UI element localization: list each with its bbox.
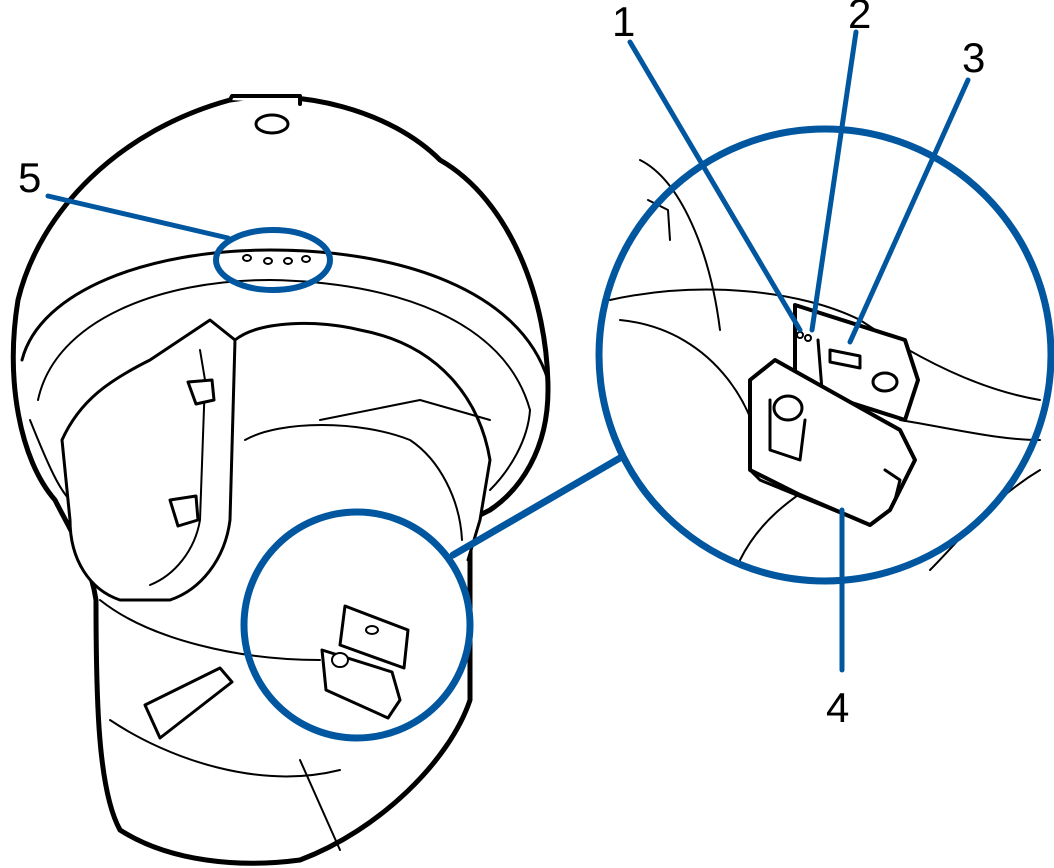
dome-rim-outer	[20, 248, 550, 382]
magnifier-large-circle	[595, 125, 1054, 585]
reset-button	[871, 371, 899, 393]
camera-body	[10, 94, 551, 866]
camera-head	[233, 321, 492, 562]
callout-label-4: 4	[826, 684, 849, 731]
leader-line-1	[627, 39, 803, 333]
detail-latch-post	[768, 398, 807, 462]
led-callout-oval	[213, 227, 333, 293]
lower-body-line	[109, 719, 341, 778]
lower-body-line	[299, 759, 341, 851]
detail-latch-front	[748, 468, 872, 527]
magnified-detail	[609, 159, 1041, 571]
magnifier-small-circle	[240, 508, 474, 742]
leader-line-3	[847, 77, 971, 345]
led-indicator	[242, 254, 252, 262]
dome-rim-inner	[37, 279, 531, 411]
body-connector-plate	[338, 604, 410, 670]
dome-housing	[10, 94, 551, 866]
led-indicator	[263, 257, 273, 265]
bottom-bracket	[143, 666, 234, 740]
callout-graphics	[45, 29, 1054, 742]
screw-cap	[254, 113, 290, 135]
callout-label-5: 5	[18, 154, 41, 201]
head-seam	[319, 399, 491, 421]
left-arm-edge	[149, 349, 206, 586]
indicator-hole	[804, 334, 812, 342]
camera-head-curve	[244, 424, 463, 541]
detail-latch-clip	[883, 468, 902, 502]
leader-line-2	[809, 29, 859, 333]
detail-housing-curve	[929, 469, 1041, 571]
detail-housing-curve	[639, 159, 721, 331]
detail-housing-curve	[619, 319, 761, 461]
led-indicator	[283, 257, 293, 265]
body-connector-port	[365, 625, 379, 635]
lower-body-line	[99, 599, 321, 661]
sd-slot	[828, 348, 862, 370]
callout-label-3: 3	[962, 34, 985, 81]
led-indicator	[301, 255, 311, 263]
callout-labels: 1 2 3 4 5	[18, 0, 985, 731]
callout-label-2: 2	[848, 0, 871, 37]
arm-bracket-top	[186, 378, 216, 406]
mounting-nub	[228, 94, 302, 106]
leader-line-5	[45, 193, 231, 241]
callout-label-1: 1	[612, 0, 635, 45]
arm-bracket-bottom	[168, 494, 200, 528]
detail-housing-curve	[899, 419, 1041, 441]
dome-rim-right	[489, 409, 531, 491]
pin	[816, 338, 824, 392]
body-connector-screw	[331, 652, 349, 668]
indicator-hole	[796, 331, 804, 339]
detail-latch-screw	[772, 394, 804, 422]
magnifier-connector-line	[449, 454, 624, 559]
